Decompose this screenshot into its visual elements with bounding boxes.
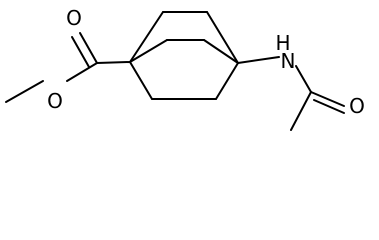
atom-label-carbonyl-oxygen: O xyxy=(66,6,82,30)
bond-o-ester-carbon xyxy=(66,62,98,82)
bond-amide-double-b xyxy=(313,99,345,114)
atom-label-amide-oxygen: O xyxy=(349,94,365,118)
bond-amide-double-a xyxy=(310,91,345,107)
bond-cage-top-left xyxy=(129,11,164,63)
methyl-ester-group xyxy=(5,32,131,103)
bond-n-to-carbonyl-carbon xyxy=(295,65,312,93)
bond-ester-to-bridgehead xyxy=(96,61,131,64)
bond-cage-top-right xyxy=(206,11,239,64)
atom-label-amide-hydrogen: H xyxy=(275,31,290,55)
bond-cage-bottom-left xyxy=(129,61,153,100)
bond-cage-mid-left xyxy=(129,39,168,63)
bond-carbonyl-double-b xyxy=(71,36,90,68)
atom-label-amide-nitrogen: N xyxy=(281,49,296,73)
chemical-structure-diagram: O O H N O xyxy=(5,6,365,131)
bond-cage-bottom-right xyxy=(215,62,239,100)
atom-label-ester-oxygen: O xyxy=(47,89,63,113)
acetamide-group xyxy=(237,56,345,131)
bond-bridgehead-to-n xyxy=(237,56,280,64)
bond-carbonyl-double-a xyxy=(79,32,98,64)
bond-carbonyl-to-methyl xyxy=(290,91,312,131)
bicyclooctane-cage xyxy=(129,11,239,100)
bond-methyl-o xyxy=(5,80,44,103)
bond-cage-mid-right xyxy=(203,39,239,64)
